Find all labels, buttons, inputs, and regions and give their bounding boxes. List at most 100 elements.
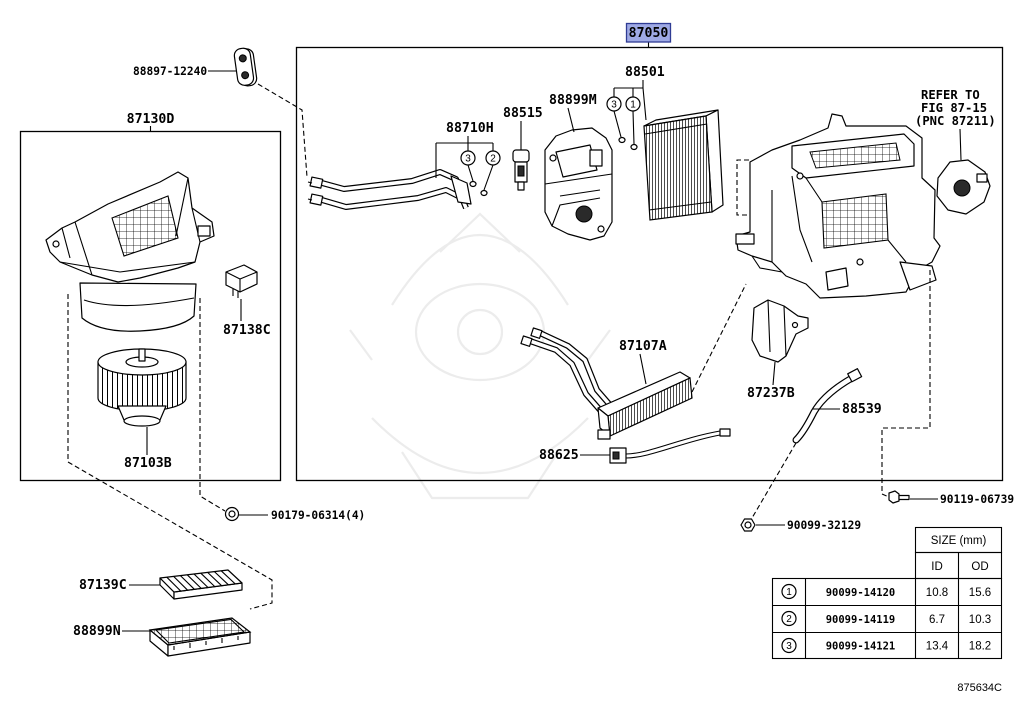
plate-part [233, 47, 258, 87]
leader-line [772, 361, 776, 386]
callout-87130D[interactable]: 87130D [127, 112, 175, 127]
hex-nut-part [740, 518, 756, 532]
callout-label[interactable]: 87139C [79, 578, 127, 593]
tube-set-part [307, 169, 488, 210]
callout-88899N[interactable]: 88899N [73, 624, 151, 639]
callout-label[interactable]: 87138C [223, 323, 271, 338]
highlight-border [625, 22, 672, 43]
valve-part [512, 149, 530, 191]
svg-text:3: 3 [465, 154, 471, 165]
dashed-guide [881, 270, 931, 498]
callout-88515[interactable]: 88515 [503, 106, 543, 150]
callout-88501[interactable]: 88501 [613, 65, 665, 145]
callout-88710H[interactable]: 88710H [435, 121, 494, 191]
callout-87138C[interactable]: 87138C [223, 299, 271, 338]
svg-text:2: 2 [490, 154, 496, 165]
harness-part [609, 428, 731, 464]
blower-case-part [45, 171, 215, 332]
evaporator-part [618, 109, 724, 221]
callout-87050[interactable]: 87050 [625, 22, 672, 43]
dashed-guide [257, 83, 308, 178]
callout-label[interactable]: 87050 [629, 26, 669, 41]
callout-90179-06314[interactable]: 90179-06314(4) [239, 509, 365, 522]
callout-88539[interactable]: 88539 [813, 402, 882, 417]
diagram-code: 875634C [957, 682, 1002, 694]
table-row: 2 90099-14119 6.7 10.3 [781, 610, 991, 627]
callout-87103B[interactable]: 87103B [124, 427, 172, 471]
callout-90099-32129[interactable]: 90099-32129 [756, 519, 861, 532]
leader-line [435, 136, 494, 191]
callout-88897-12240[interactable]: 88897-12240 [133, 65, 236, 78]
callout-label[interactable]: 87107A [619, 339, 667, 354]
callout-90119-06739[interactable]: 90119-06739 [910, 493, 1014, 506]
callout-label[interactable]: 87103B [124, 456, 172, 471]
filter-element-part [159, 569, 243, 600]
leader-line [567, 107, 575, 133]
servo-part [936, 159, 991, 215]
callout-label[interactable]: 88501 [625, 65, 665, 80]
callout-label[interactable]: 88897-12240 [133, 65, 207, 78]
leader-line [959, 128, 962, 161]
marker-2-tubes: 2 [485, 150, 501, 166]
table-row: 3 90099-14121 13.4 18.2 [781, 637, 991, 654]
dashed-guide [199, 298, 226, 512]
table-row-od: 10.3 [969, 614, 991, 626]
table-row-mark: 3 [786, 641, 792, 652]
callout-label[interactable]: 90119-06739 [940, 493, 1014, 506]
resistor-part [225, 264, 258, 298]
dashed-guide [751, 442, 797, 519]
dashed-guide [67, 294, 273, 610]
filter-case-part [148, 617, 252, 657]
callout-label[interactable]: 88899N [73, 624, 121, 639]
callout-87139C[interactable]: 87139C [79, 578, 160, 593]
table-row-part: 90099-14121 [826, 641, 896, 653]
callout-label[interactable]: 88710H [446, 121, 494, 136]
refer-line-2: FIG 87-15 [921, 101, 987, 115]
callout-88899M[interactable]: 88899M [549, 93, 597, 133]
callout-label[interactable]: 88899M [549, 93, 597, 108]
highlight-box [626, 23, 671, 42]
callout-88625[interactable]: 88625 [539, 448, 610, 463]
table-row-part: 90099-14120 [826, 587, 896, 599]
callout-label[interactable]: 87237B [747, 386, 795, 401]
callout-label[interactable]: 90099-32129 [787, 519, 861, 532]
marker-3-evap: 3 [606, 96, 622, 112]
marker-3-tubes: 3 [460, 150, 476, 166]
refer-line-3[interactable]: (PNC 87211) [915, 114, 996, 128]
table-row-od: 15.6 [969, 587, 991, 599]
table-row-mark: 2 [786, 614, 792, 625]
callout-label[interactable]: 90179-06314(4) [271, 509, 365, 522]
table-row-od: 18.2 [969, 641, 991, 653]
size-table: SIZE (mm) ID OD 1 90099-14120 10.8 15.6 … [771, 526, 1003, 660]
table-header-id: ID [931, 561, 943, 573]
refer-note: REFER TO FIG 87-15 (PNC 87211) [915, 88, 996, 161]
leader-line [613, 80, 647, 145]
marker-1-evap: 1 [625, 96, 641, 112]
blower-frame [19, 126, 282, 482]
refer-line-1: REFER TO [921, 88, 980, 102]
table-row-mark: 1 [786, 587, 792, 598]
nut-part [224, 506, 240, 522]
table-row-id: 6.7 [929, 614, 945, 626]
table-row-id: 10.8 [926, 587, 948, 599]
callout-label[interactable]: 88539 [842, 402, 882, 417]
callout-87237B[interactable]: 87237B [747, 361, 795, 401]
table-row-id: 13.4 [926, 641, 949, 653]
dashed-guide [736, 159, 749, 216]
assembly-frame [295, 42, 1004, 482]
callout-87107A[interactable]: 87107A [619, 339, 667, 385]
table-row: 1 90099-14120 10.8 15.6 [781, 583, 991, 600]
svg-text:1: 1 [630, 100, 636, 111]
svg-text:3: 3 [611, 100, 617, 111]
bolt-part [888, 490, 910, 504]
table-header-od: OD [971, 561, 988, 573]
table-row-part: 90099-14119 [826, 614, 896, 626]
watermark-logo [349, 212, 611, 500]
callout-label[interactable]: 88515 [503, 106, 543, 121]
heater-core-part [520, 327, 693, 440]
callout-label[interactable]: 88625 [539, 448, 579, 463]
dashed-guide [691, 283, 747, 393]
leader-line [639, 353, 647, 385]
hose-part [792, 368, 863, 444]
